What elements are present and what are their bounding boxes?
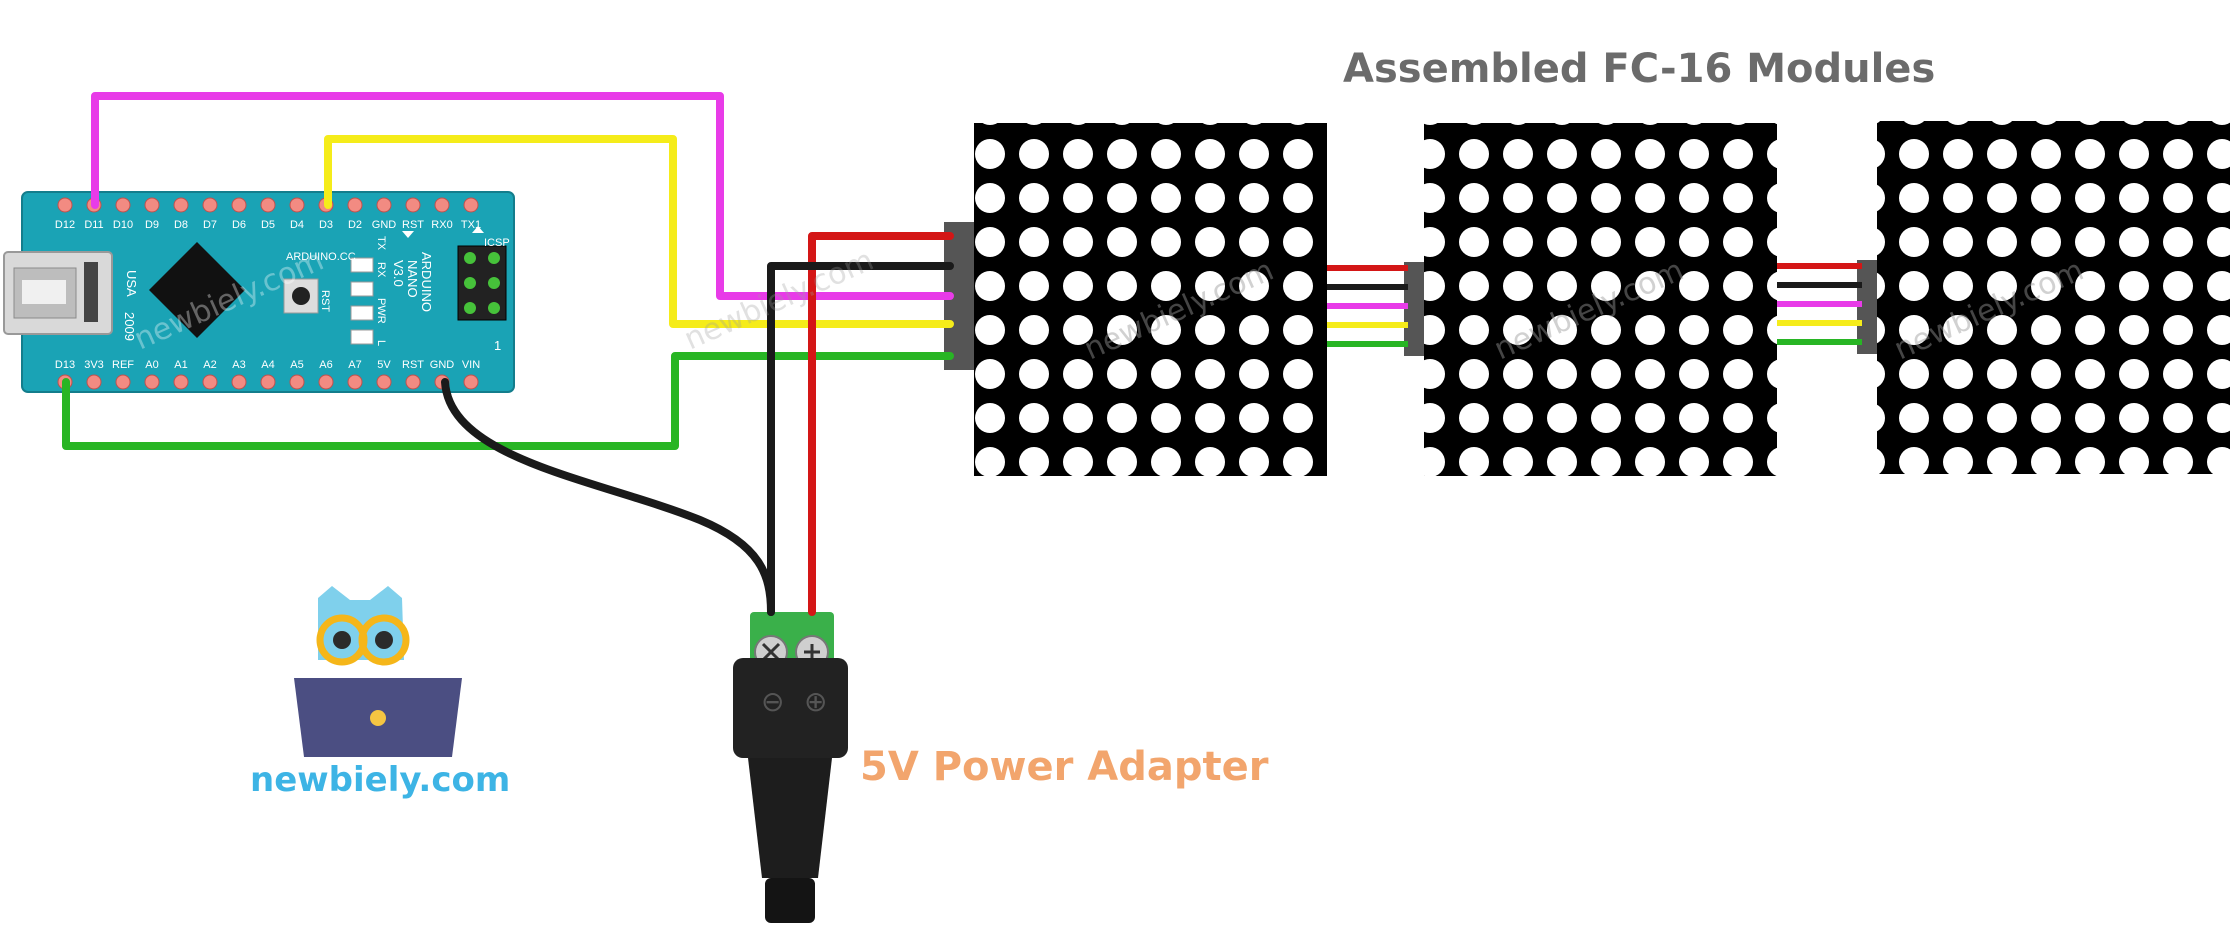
usb-label: USA [124, 270, 139, 297]
nano-bottom-pin [173, 374, 189, 390]
nano-top-pin [231, 197, 247, 213]
wires [62, 92, 954, 616]
nano-top-pin-label: D7 [203, 219, 217, 231]
nano-top-pin [202, 197, 218, 213]
nano-top-pin-label: D9 [145, 219, 159, 231]
nano-top-pin [347, 197, 363, 213]
board-name-line-3: V3.0 [391, 260, 406, 287]
adapter-body [733, 658, 848, 758]
nano-bottom-pin-label: 3V3 [84, 359, 104, 371]
nano-top-pin-label: D3 [319, 219, 333, 231]
yellow-wire-d3 [324, 135, 954, 328]
nano-bottom-pin [260, 374, 276, 390]
icsp-label: ICSP [484, 237, 510, 249]
brand-label: newbiely.com [250, 760, 511, 800]
nano-bottom-pin [115, 374, 131, 390]
nano-top-pin [434, 197, 450, 213]
red-wire-adapter-plus [808, 232, 954, 616]
nano-top-pin [173, 197, 189, 213]
nano-bottom-pin-label: 5V [377, 359, 391, 371]
nano-top-pin [405, 197, 421, 213]
module-1-output-header [1404, 262, 1424, 356]
nano-bottom-pin-label: A0 [145, 359, 158, 371]
nano-bottom-pin [463, 374, 479, 390]
nano-bottom-pin [376, 374, 392, 390]
nano-bottom-pin-label: A1 [174, 359, 187, 371]
nano-bottom-pin-label: A2 [203, 359, 216, 371]
power-adapter: ⊖ ⊕ [733, 612, 848, 923]
nano-top-pin-label: D11 [84, 219, 103, 231]
board-name-line-1: ARDUINO [419, 252, 434, 312]
status-leds [350, 257, 374, 345]
jumper-wires-module-2-to-3 [1777, 263, 1862, 345]
adapter-minus-symbol: ⊖ [761, 685, 784, 718]
nano-top-pin-label: D10 [113, 219, 133, 231]
nano-top-pin [115, 197, 131, 213]
nano-bottom-pin-label: A5 [290, 359, 303, 371]
nano-bottom-pin [405, 374, 421, 390]
nano-bottom-pin-label: A7 [348, 359, 361, 371]
nano-top-pin [144, 197, 160, 213]
power-adapter-label: 5V Power Adapter [860, 744, 1269, 790]
nano-bottom-pin-label: RST [402, 359, 424, 371]
nano-top-pin-label: D4 [290, 219, 304, 231]
nano-top-pin [376, 197, 392, 213]
nano-top-pin-label: D6 [232, 219, 246, 231]
nano-top-pin-label: GND [372, 219, 397, 231]
reset-label: RST [319, 290, 331, 312]
led-matrix-module-3 [1877, 121, 2230, 474]
black-wire-gnd [441, 378, 775, 616]
nano-bottom-pin-row: D13 3V3 REF A0 A1 A2 A3 A4 A5 A6 A7 5V RST GND VIN [55, 359, 480, 390]
led-label-tx: TX [375, 236, 387, 251]
nano-top-pin-label: TX1 [461, 219, 481, 231]
year-label: 2009 [122, 312, 137, 341]
icsp-pin1-label: 1 [494, 338, 501, 353]
owl-logo-icon [294, 586, 462, 757]
led-label-l: L [375, 340, 387, 346]
nano-bottom-pin [231, 374, 247, 390]
jumper-wires-module-1-to-2 [1327, 265, 1408, 347]
nano-top-pin-label: RST [402, 219, 424, 231]
black-wire-adapter-minus [767, 262, 954, 616]
nano-top-pin-label: D8 [174, 219, 188, 231]
nano-bottom-pin-label: A3 [232, 359, 245, 371]
nano-bottom-pin [202, 374, 218, 390]
nano-bottom-pin-label: REF [112, 359, 134, 371]
nano-top-pin [463, 197, 479, 213]
microcontroller-chip [149, 242, 245, 338]
arduino-cc-label: ARDUINO.CC [286, 251, 356, 263]
led-label-rx: RX [375, 262, 387, 278]
nano-bottom-pin-label: A6 [319, 359, 332, 371]
adapter-plus-symbol: ⊕ [804, 685, 827, 718]
nano-bottom-pin [289, 374, 305, 390]
nano-bottom-pin [347, 374, 363, 390]
nano-bottom-pin-label: A4 [261, 359, 274, 371]
led-label-pwr: PWR [375, 298, 387, 324]
nano-bottom-pin [144, 374, 160, 390]
green-wire-3v3 [62, 352, 954, 450]
nano-bottom-pin [318, 374, 334, 390]
nano-top-pin [57, 197, 73, 213]
nano-top-pin-label: D2 [348, 219, 362, 231]
nano-top-pin-label: RX0 [431, 219, 452, 231]
led-matrix-module-2 [1424, 123, 1777, 476]
nano-bottom-pin [86, 374, 102, 390]
nano-top-pin [289, 197, 305, 213]
nano-bottom-pin-label: GND [430, 359, 455, 371]
magenta-wire-d11 [91, 92, 954, 300]
nano-top-pin [260, 197, 276, 213]
nano-bottom-pin-label: VIN [462, 359, 480, 371]
icsp-header [457, 245, 507, 321]
nano-top-pin-row: D12 D11 D10 D9 D8 D7 D6 D5 D4 D3 D2 GND RST RX0 TX1 [55, 197, 481, 231]
board-name-line-2: NANO [405, 260, 420, 298]
nano-bottom-pin-label: D13 [55, 359, 75, 371]
nano-top-pin-label: D12 [55, 219, 75, 231]
diagram-title: Assembled FC-16 Modules [1343, 46, 1936, 92]
led-matrix-module-1 [974, 123, 1327, 476]
nano-top-pin-label: D5 [261, 219, 275, 231]
